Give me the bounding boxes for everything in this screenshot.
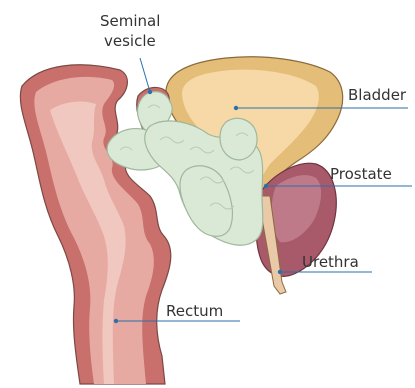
prostate-label: Prostate (330, 165, 392, 183)
urethra-dot (278, 270, 282, 274)
bladder-dot (234, 106, 238, 110)
bladder-label: Bladder (348, 86, 407, 104)
rectum-label: Rectum (166, 302, 223, 320)
seminal-vesicle-dot (148, 90, 152, 94)
prostate-dot (264, 184, 268, 188)
rectum-dot (114, 319, 118, 323)
seminal-vesicle-label-line2: vesicle (104, 32, 156, 50)
tumour-right-lobe (220, 118, 257, 160)
seminal-vesicle-leader (140, 58, 150, 92)
rectum-inner-lining (34, 77, 153, 384)
urethra-label: Urethra (302, 253, 359, 271)
seminal-vesicle-label-line1: Seminal (100, 12, 160, 30)
